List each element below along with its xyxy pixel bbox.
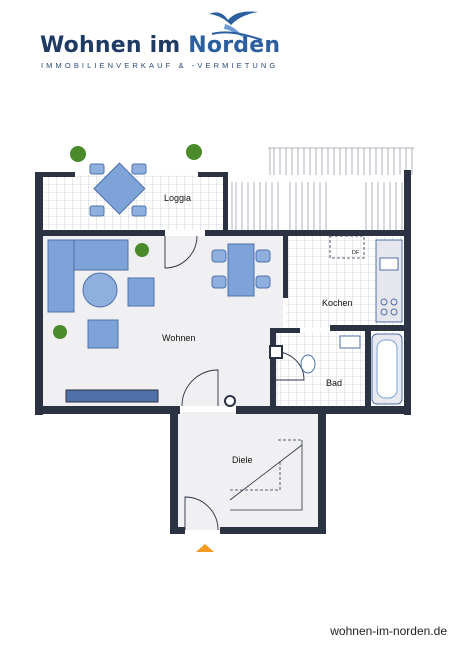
room-label-kochen: Kochen	[322, 298, 353, 308]
armchair	[87, 319, 119, 349]
plant-icon	[53, 144, 202, 339]
entrance-arrow-icon	[196, 544, 214, 552]
dining-chairs	[211, 249, 271, 289]
brand-tagline: IMMOBILIENVERKAUF & -VERMIETUNG	[41, 61, 279, 70]
sink	[379, 257, 399, 271]
floor-plan: Loggia Wohnen Kochen Bad Diele DF	[35, 144, 414, 552]
brand-name: Wohnen im Norden	[40, 33, 280, 58]
logo: Wohnen im Norden IMMOBILIENVERKAUF & -VE…	[0, 0, 459, 80]
bathtub-inner	[376, 339, 398, 399]
stair-shaft-floor	[228, 175, 404, 230]
sofa-l-shape	[47, 239, 129, 313]
room-label-loggia: Loggia	[164, 193, 191, 203]
room-label-diele: Diele	[232, 455, 253, 465]
website-url: wohnen-im-norden.de	[330, 624, 447, 638]
walls	[35, 170, 411, 534]
room-label-bad: Bad	[326, 378, 342, 388]
brand-part1: Wohnen im	[40, 33, 181, 58]
pantry-dashed	[329, 235, 365, 259]
seagull-icon	[209, 11, 263, 41]
armchair	[127, 277, 155, 307]
brand-part2: Norden	[188, 33, 281, 58]
room-label-wohnen: Wohnen	[162, 333, 195, 343]
coffee-table	[82, 272, 118, 308]
tv-sideboard	[65, 389, 159, 403]
dining-table	[227, 243, 255, 297]
exterior-stairs	[231, 147, 414, 230]
stove	[380, 298, 398, 316]
column	[224, 395, 236, 407]
loggia-table-set	[89, 162, 147, 217]
kitchen-counter	[375, 239, 403, 323]
washbasin	[339, 335, 361, 349]
diele-floor	[178, 412, 318, 530]
df-label: DF	[352, 250, 360, 256]
column	[269, 345, 283, 359]
toilet	[300, 354, 316, 374]
interior-stairs	[229, 439, 303, 511]
